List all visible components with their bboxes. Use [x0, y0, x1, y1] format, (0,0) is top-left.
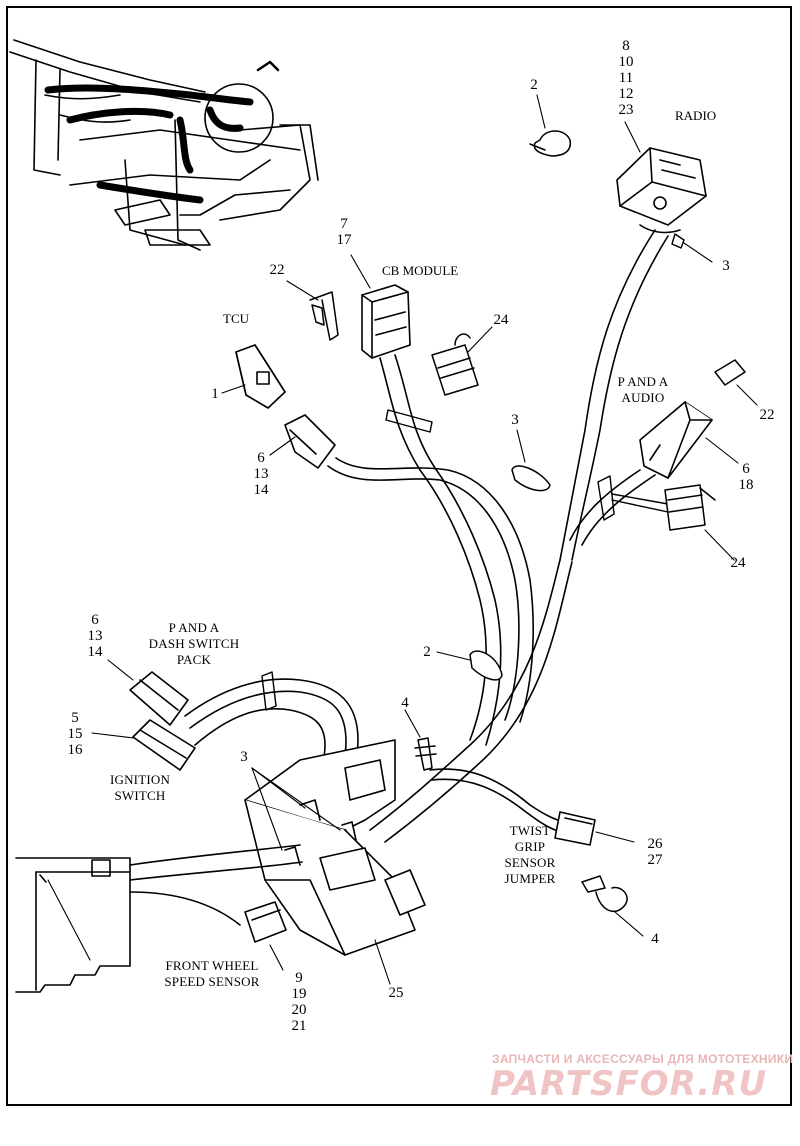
dash-tie — [261, 671, 277, 711]
tcu-harness-connector — [284, 414, 336, 469]
audio-tie — [597, 475, 615, 521]
main-trunk — [369, 559, 561, 831]
boot-right — [664, 484, 716, 531]
cb-harness — [379, 357, 487, 741]
callout-cb-stack: 7 17 — [336, 216, 352, 248]
callout-anchor-mid: 4 — [401, 695, 409, 711]
bracket-assembly — [244, 739, 426, 956]
clip-mid — [469, 650, 503, 681]
callout-front-stack: 9 19 20 21 — [291, 970, 307, 1034]
leader-lines — [47, 94, 758, 985]
tie-mid — [511, 465, 551, 492]
label-p-and-a-audio: P AND A AUDIO — [617, 374, 669, 405]
motorcycle-frame-thumbnail — [9, 39, 319, 251]
callout-twist-stack: 26 27 — [647, 836, 663, 868]
headlamp-housing — [15, 857, 131, 993]
callout-anchor-low: 4 — [651, 931, 659, 947]
label-twist-grip: TWIST GRIP SENSOR JUMPER — [504, 823, 556, 886]
lower-harness — [129, 844, 301, 866]
callout-tie-mid: 3 — [511, 412, 519, 428]
callout-boot-top: 24 — [493, 312, 509, 328]
harness-routing-highlight — [44, 84, 254, 204]
audio-connector — [639, 401, 713, 479]
callout-ign-stack: 5 15 16 — [67, 710, 83, 758]
anchor-mid — [414, 737, 437, 771]
tcu-clip — [309, 291, 339, 341]
callout-radio-stack: 8 10 11 12 23 — [618, 38, 634, 118]
callout-tcu-num: 1 — [211, 386, 219, 402]
clip-top — [529, 130, 572, 157]
boot-top — [431, 333, 479, 396]
callout-boot-right: 24 — [730, 555, 746, 571]
audio-clip — [714, 359, 746, 386]
callout-bracket: 25 — [388, 985, 404, 1001]
cb-module-connector — [361, 284, 411, 359]
ignition-connector — [132, 719, 196, 771]
callout-tcu-clip: 22 — [269, 262, 285, 278]
anchor-low — [581, 875, 628, 913]
radio-harness — [559, 229, 656, 561]
cb-tie — [385, 409, 433, 433]
tcu-connector — [235, 344, 286, 409]
tcu-harness — [327, 465, 520, 721]
callout-ties-lower: 3 — [240, 749, 248, 765]
radio-connector — [616, 147, 707, 234]
watermark-logo: PARTSFOR.RU — [490, 1064, 768, 1104]
callout-radio-tie: 3 — [722, 258, 730, 274]
callout-clip-mid: 2 — [423, 644, 431, 660]
callout-clip-top: 2 — [530, 77, 538, 93]
watermark-tagline: ЗАПЧАСТИ И АКСЕССУАРЫ ДЛЯ МОТОТЕХНИКИ — [492, 1052, 794, 1066]
label-cb-module: CB MODULE — [382, 263, 459, 278]
audio-harness — [569, 469, 641, 541]
twist-grip-connector — [554, 811, 596, 846]
radio-tie — [671, 233, 685, 249]
label-radio: RADIO — [675, 108, 717, 123]
front-wheel-connector — [244, 901, 287, 943]
callout-audio-conn-stack: 6 18 — [738, 461, 754, 493]
label-dash-switch-pack: P AND A DASH SWITCH PACK — [148, 620, 240, 667]
label-tcu: TCU — [223, 311, 249, 326]
label-front-wheel: FRONT WHEEL SPEED SENSOR — [164, 958, 260, 989]
callout-tcu-conn-stack: 6 13 14 — [253, 450, 269, 498]
twist-grip-harness — [429, 768, 566, 823]
callout-audio-clip: 22 — [759, 407, 775, 423]
dash-switch-connector — [129, 671, 189, 726]
label-ignition-switch: IGNITION SWITCH — [109, 772, 171, 803]
callout-dash-stack: 6 13 14 — [87, 612, 103, 660]
